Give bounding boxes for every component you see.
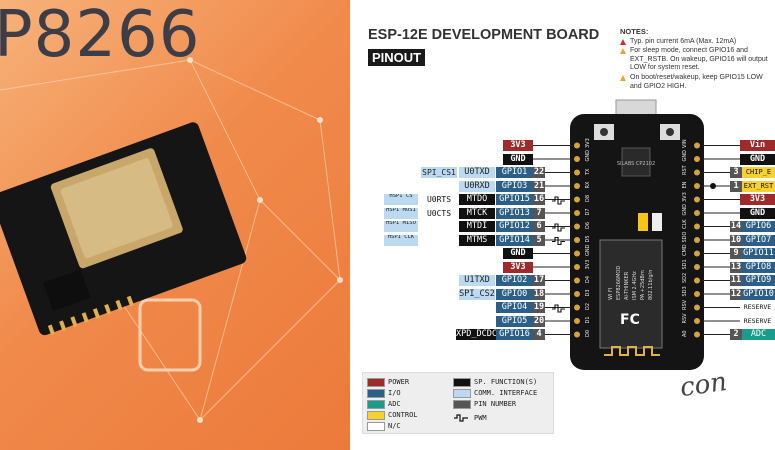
note-item: On boot/reset/wakeup, keep GPIO15 LOW an… — [620, 74, 770, 91]
note-item: For sleep mode, connect GPIO16 and EXT_R… — [620, 47, 770, 73]
pin-label-adc: ADC — [742, 329, 775, 340]
legend-item: ADC — [367, 399, 401, 409]
pin-label-reserve: RESERVE — [740, 315, 775, 327]
pin-number: 6 — [533, 221, 545, 232]
warning-icon — [620, 74, 626, 81]
legend-item: SP. FUNCTION(S) — [453, 377, 537, 387]
legend-swatch — [453, 399, 471, 409]
pin-label-gpio13: GPIO13 — [496, 207, 533, 219]
legend-item: PIN NUMBER — [453, 399, 516, 409]
legend-item: N/C — [367, 421, 401, 431]
pin-label-vin: Vin — [740, 140, 775, 151]
pin-number: 2 — [730, 329, 742, 340]
pin-label-gpio2: GPIO2 — [496, 275, 533, 286]
pin-label-gpio3: GPIO3 — [496, 180, 533, 192]
pin-function: U0RXD — [459, 180, 495, 192]
pin-function: U0CTS — [421, 207, 457, 219]
product-title: P8266 — [0, 0, 201, 72]
pin-function: U0TXD — [459, 167, 495, 178]
pin-function-hspi: HSPI CS — [384, 194, 418, 205]
pin-number: 9 — [730, 248, 742, 259]
pin-number: 10 — [730, 234, 742, 246]
pin-label-gpio12: GPIO12 — [496, 221, 533, 232]
notes-box: NOTES: Typ. pin current 6mA (Max. 12mA) … — [620, 27, 770, 92]
pin-function: SPI_CS1 — [421, 167, 457, 178]
pin-label-gpio9: GPIO9 — [742, 275, 775, 286]
pin-label-3v3: 3V3 — [503, 261, 533, 273]
legend-item: CONTROL — [367, 410, 418, 420]
pin-number: 12 — [730, 288, 742, 300]
pin-number: 22 — [533, 167, 545, 178]
pin-label-gpio15: GPIO15 — [496, 194, 533, 205]
app-icon-outline — [138, 298, 202, 372]
warning-icon — [620, 48, 626, 55]
pwm-icon — [454, 414, 468, 422]
pin-function: U0RTS — [421, 194, 457, 205]
pin-function-hspi: HSPI MISO — [384, 221, 418, 232]
pin-number: 4 — [533, 329, 545, 340]
pin-label-chip_e: CHIP_E — [742, 167, 775, 178]
pin-label-gpio14: GPIO14 — [496, 234, 533, 246]
pin-number: 1 — [730, 180, 742, 192]
pin-label-gpio6: GPIO6 — [742, 221, 775, 232]
pin-label-gpio16: GPIO16 — [496, 329, 533, 340]
notes-heading: NOTES: — [620, 27, 649, 36]
legend-swatch — [367, 421, 385, 431]
pin-label-3v3: 3V3 — [740, 194, 775, 205]
pin-function: XPD_DCDC — [456, 329, 496, 340]
pin-number: 5 — [533, 234, 545, 246]
warning-icon — [620, 38, 626, 45]
legend-swatch — [367, 399, 385, 409]
pin-number: 13 — [730, 261, 742, 273]
pin-label-gpio5: GPIO5 — [496, 315, 533, 327]
pin-number: 16 — [533, 194, 545, 205]
diagram-subtitle: PINOUT — [368, 49, 426, 66]
pin-number: 11 — [730, 275, 742, 286]
pin-label-gpio11: GPIO11 — [742, 248, 775, 259]
network-lines-graphic — [0, 57, 343, 423]
pin-function: MTDI — [459, 221, 495, 232]
pin-label-gpio10: GPIO10 — [742, 288, 775, 300]
pin-function: MTCK — [459, 207, 495, 219]
legend-item: COMM. INTERFACE — [453, 388, 537, 398]
legend-item: POWER — [367, 377, 409, 387]
legend-swatch — [367, 377, 385, 387]
pin-label-gnd: GND — [503, 153, 533, 165]
pin-number: 21 — [533, 180, 545, 192]
pin-label-3v3: 3V3 — [503, 140, 533, 151]
pin-label-reserve: RESERVE — [740, 302, 775, 313]
legend: POWER I/O ADC CONTROL N/C SP. FUNCTION(S… — [362, 372, 554, 434]
pin-label-gnd: GND — [740, 153, 775, 165]
pin-function: SPI_CS2 — [459, 288, 495, 300]
pin-function: U1TXD — [459, 275, 495, 286]
pin-label-gpio1: GPIO1 — [496, 167, 533, 178]
pin-number: 14 — [730, 221, 742, 232]
legend-swatch — [367, 388, 385, 398]
diagram-title: ESP-12E DEVELOPMENT BOARD — [368, 27, 600, 43]
pin-label-gpio8: GPIO8 — [742, 261, 775, 273]
legend-item: PWM — [453, 413, 487, 423]
pin-function-hspi: HSPI MOSI — [384, 207, 418, 219]
legend-swatch — [453, 377, 471, 387]
pin-label-ext_rst: EXT_RST — [742, 180, 775, 192]
pin-number: 7 — [533, 207, 545, 219]
pin-number: 20 — [533, 315, 545, 327]
note-item: Typ. pin current 6mA (Max. 12mA) — [620, 38, 770, 47]
pin-number: 3 — [730, 167, 742, 178]
pin-function: MTDO — [459, 194, 495, 205]
pin-function: MTMS — [459, 234, 495, 246]
legend-item: I/O — [367, 388, 401, 398]
legend-swatch — [453, 388, 471, 398]
product-photo-panel: P8266 — [0, 0, 350, 450]
pin-label-gpio0: GPIO0 — [496, 288, 533, 300]
pin-label-gnd: GND — [740, 207, 775, 219]
pin-label-gnd: GND — [503, 248, 533, 259]
pin-label-gpio7: GPIO7 — [742, 234, 775, 246]
legend-swatch — [367, 410, 385, 420]
pin-number: 18 — [533, 288, 545, 300]
pin-label-gpio4: GPIO4 — [496, 302, 533, 313]
pin-number: 17 — [533, 275, 545, 286]
pin-number: 19 — [533, 302, 545, 313]
pin-function-hspi: HSPI CLK — [384, 234, 418, 246]
